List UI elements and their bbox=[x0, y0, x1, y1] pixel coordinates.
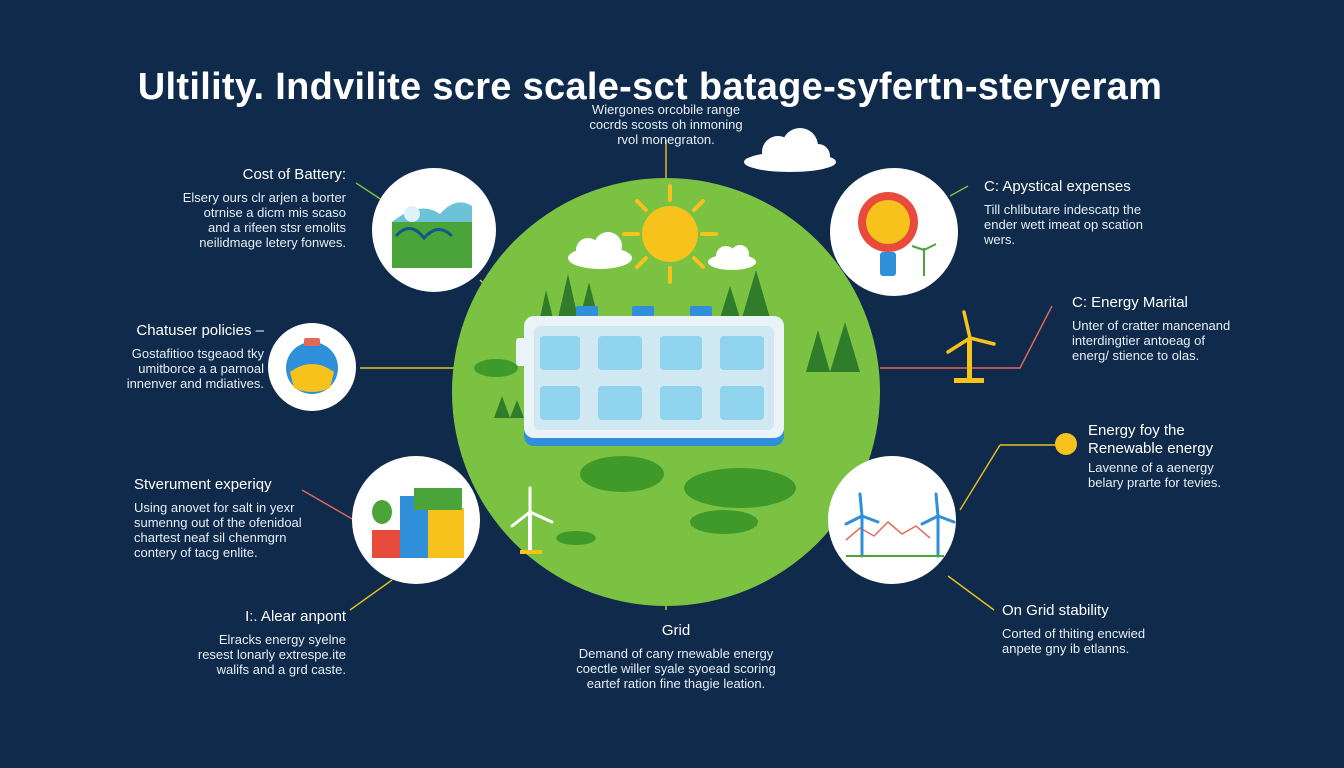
label-heading: Grid bbox=[661, 622, 691, 639]
label-apystical: C: Apystical expenses Till chlibutare in… bbox=[984, 178, 1174, 247]
label-desc-line: coectle willer syale syoead scoring bbox=[576, 661, 776, 676]
top-note-line: cocrds scosts oh inmoning bbox=[589, 117, 743, 132]
cloud-icon-sky bbox=[744, 128, 836, 172]
label-desc-line: ender wett imeat op scation bbox=[984, 217, 1143, 232]
label-desc-line: Elracks energy syelne bbox=[218, 632, 346, 647]
label-heading: Energy foy the Renewable energy bbox=[1088, 422, 1214, 457]
connector-renewable bbox=[959, 444, 1001, 511]
icon-circle-grid-stability bbox=[828, 456, 956, 584]
globe-land-patches bbox=[474, 359, 796, 545]
label-desc-line: interdingtier antoeag of bbox=[1072, 333, 1205, 348]
label-desc-line: neilidmage letery fonwes. bbox=[199, 235, 346, 250]
label-desc-line: energ/ stience to olas. bbox=[1072, 348, 1200, 363]
label-desc-line: Corted of thiting encwied bbox=[1002, 626, 1146, 641]
sun-dot-icon bbox=[1055, 433, 1077, 455]
label-cost-of-battery: Cost of Battery: Elsery ours clr arjen a… bbox=[150, 166, 346, 250]
connector-cost bbox=[355, 182, 383, 201]
label-desc-line: wers. bbox=[984, 232, 1016, 247]
top-note-line: rvol monegraton. bbox=[617, 132, 715, 147]
connector-alear bbox=[349, 579, 393, 611]
label-desc-line: Gostafitioo tsgeaod tky bbox=[131, 346, 264, 361]
connector-grid-stability bbox=[947, 575, 995, 611]
cloud-icon-left bbox=[568, 232, 632, 269]
label-desc-line: contery of tacg enlite. bbox=[134, 545, 258, 560]
icon-circle-stverument bbox=[352, 456, 480, 584]
label-heading: C: Energy Marital bbox=[1072, 294, 1188, 311]
icon-circle-policies bbox=[268, 323, 356, 411]
icon-circle-apystical bbox=[830, 168, 958, 296]
label-grid-stability: On Grid stability Corted of thiting encw… bbox=[1002, 602, 1182, 656]
wind-turbine-icon-right bbox=[946, 310, 996, 383]
label-heading: Cost of Battery: bbox=[242, 166, 346, 183]
label-desc-line: Unter of cratter mancenand bbox=[1072, 318, 1231, 333]
label-stverument: Stverument experiqy Using anovet for sal… bbox=[134, 476, 324, 560]
label-renewable: Energy foy the Renewable energy Lavenne … bbox=[1088, 422, 1248, 490]
label-desc-line: resest lonarly extrespe.ite bbox=[197, 647, 346, 662]
connector-stverument bbox=[301, 489, 355, 521]
battery-icon bbox=[516, 306, 784, 446]
label-desc-line: eartef ration fine thagie leation. bbox=[586, 676, 766, 691]
label-energy-marital: C: Energy Marital Unter of cratter mance… bbox=[1072, 294, 1242, 363]
label-desc-line: innenver and mdiatives. bbox=[126, 376, 264, 391]
label-desc-line: Using anovet for salt in yexr bbox=[134, 500, 295, 515]
label-desc-line: Lavenne of a aenergy bbox=[1088, 460, 1214, 475]
label-desc-line: Till chlibutare indescatp the bbox=[984, 202, 1142, 217]
label-heading: C: Apystical expenses bbox=[984, 178, 1131, 195]
label-alear: I:. Alear anpont Elracks energy syelne r… bbox=[170, 608, 346, 677]
label-desc-line: otrnise a dicm mis scaso bbox=[203, 205, 346, 220]
label-desc-line: Elsery ours clr arjen a borter bbox=[182, 190, 346, 205]
label-heading: Stverument experiqy bbox=[134, 476, 272, 493]
label-heading: I:. Alear anpont bbox=[245, 608, 346, 625]
cloud-icons bbox=[568, 128, 836, 270]
label-desc-line: sumenng out of the ofenidoal bbox=[134, 515, 302, 530]
label-desc-line: anpete gny ib etlanns. bbox=[1002, 641, 1130, 656]
page-title: Ultility. Indvilite scre scale-sct batag… bbox=[137, 66, 1163, 108]
cloud-icon-right bbox=[708, 245, 756, 270]
label-heading: On Grid stability bbox=[1002, 602, 1109, 619]
label-desc-line: and a rifeen stsr emolits bbox=[207, 220, 346, 235]
label-desc-line: belary prarte for tevies. bbox=[1088, 475, 1221, 490]
label-heading: Chatuser policies – bbox=[136, 322, 264, 339]
top-note: Wiergones orcobile range cocrds scosts o… bbox=[566, 102, 766, 147]
sun-icon bbox=[622, 184, 718, 284]
label-desc-line: Demand of cany rnewable energy bbox=[578, 646, 774, 661]
wind-turbine-icon-globe bbox=[510, 486, 554, 554]
label-desc-line: umitborce a a parnoal bbox=[138, 361, 264, 376]
connector-apystical bbox=[949, 185, 969, 197]
label-desc-line: chartest neaf sil chenmgrn bbox=[134, 530, 287, 545]
label-policies: Chatuser policies – Gostafitioo tsgeaod … bbox=[92, 322, 264, 391]
icon-circle-cost bbox=[372, 168, 496, 292]
label-desc-line: walifs and a grd caste. bbox=[216, 662, 346, 677]
top-note-line: Wiergones orcobile range bbox=[591, 102, 741, 117]
label-grid: Grid Demand of cany rnewable energy coec… bbox=[546, 622, 806, 691]
connector-energy-marital bbox=[880, 305, 1053, 369]
